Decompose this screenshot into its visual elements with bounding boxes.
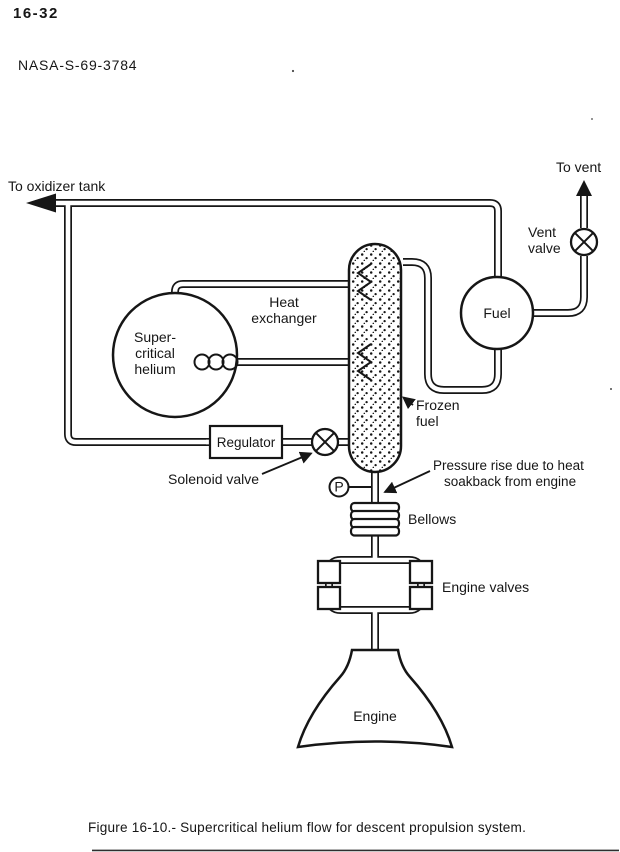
label-pressure-note-line2: soakback from engine xyxy=(444,474,576,489)
label-regulator: Regulator xyxy=(217,435,276,450)
engine-valve-upper-right xyxy=(408,559,434,585)
label-helium-line3: helium xyxy=(134,361,175,377)
pipe-valve-loop-inner xyxy=(329,560,421,610)
engine-valve-lower-left xyxy=(316,585,342,611)
vent-valve-symbol xyxy=(569,227,599,257)
supercritical-helium-tank xyxy=(111,291,239,419)
bellows-symbol xyxy=(349,501,401,537)
vent-flow-arrow-icon xyxy=(576,180,592,196)
label-heat-exchanger-line1: Heat xyxy=(269,294,299,310)
label-to-oxidizer-tank: To oxidizer tank xyxy=(8,178,106,194)
pipe-vent-lower xyxy=(530,256,584,313)
hx-coil-in-column-bottom xyxy=(356,343,373,381)
regulator-box xyxy=(208,424,284,460)
fuel-tank xyxy=(459,275,535,351)
engine-valve-lower-right xyxy=(408,585,434,611)
page-number: 16-32 xyxy=(13,5,59,22)
frozen-fuel-column xyxy=(347,242,403,474)
engine-valve-bodies xyxy=(316,559,434,611)
label-engine: Engine xyxy=(353,708,397,724)
solenoid-valve-symbol xyxy=(310,427,340,457)
label-bellows: Bellows xyxy=(408,511,456,527)
label-engine-valves: Engine valves xyxy=(442,579,529,595)
engine-bell xyxy=(296,648,454,749)
solenoid-valve-pointer xyxy=(261,451,313,475)
hx-coil-in-helium-tank xyxy=(193,353,239,371)
label-to-vent: To vent xyxy=(556,159,601,175)
pipe-vent-lower-inner xyxy=(530,256,584,313)
pipe-valve-loop xyxy=(329,560,421,610)
label-vent-valve-line1: Vent xyxy=(528,224,556,240)
engine-valve-upper-left xyxy=(316,559,342,585)
figure-caption: Figure 16-10.- Supercritical helium flow… xyxy=(88,820,527,835)
label-frozen-fuel-line1: Frozen xyxy=(416,397,460,413)
pressure-sensor-letter: P xyxy=(334,479,343,495)
label-helium-line1: Super- xyxy=(134,329,176,345)
label-solenoid-valve: Solenoid valve xyxy=(168,471,259,487)
pressure-sensor-symbol: P xyxy=(328,476,372,498)
pressure-note-pointer xyxy=(383,470,431,494)
label-helium-line2: critical xyxy=(135,345,175,361)
oxidizer-flow-arrow-icon xyxy=(26,193,56,213)
label-fuel-tank: Fuel xyxy=(483,305,510,321)
frozen-fuel-pointer xyxy=(402,396,416,410)
label-vent-valve-line2: valve xyxy=(528,240,561,256)
scan-artifacts xyxy=(291,69,612,390)
label-frozen-fuel-line2: fuel xyxy=(416,413,439,429)
document-id: NASA-S-69-3784 xyxy=(18,57,138,73)
label-pressure-note-line1: Pressure rise due to heat xyxy=(433,458,584,473)
label-heat-exchanger-line2: exchanger xyxy=(251,310,317,326)
hx-coil-in-column-top xyxy=(356,263,373,301)
